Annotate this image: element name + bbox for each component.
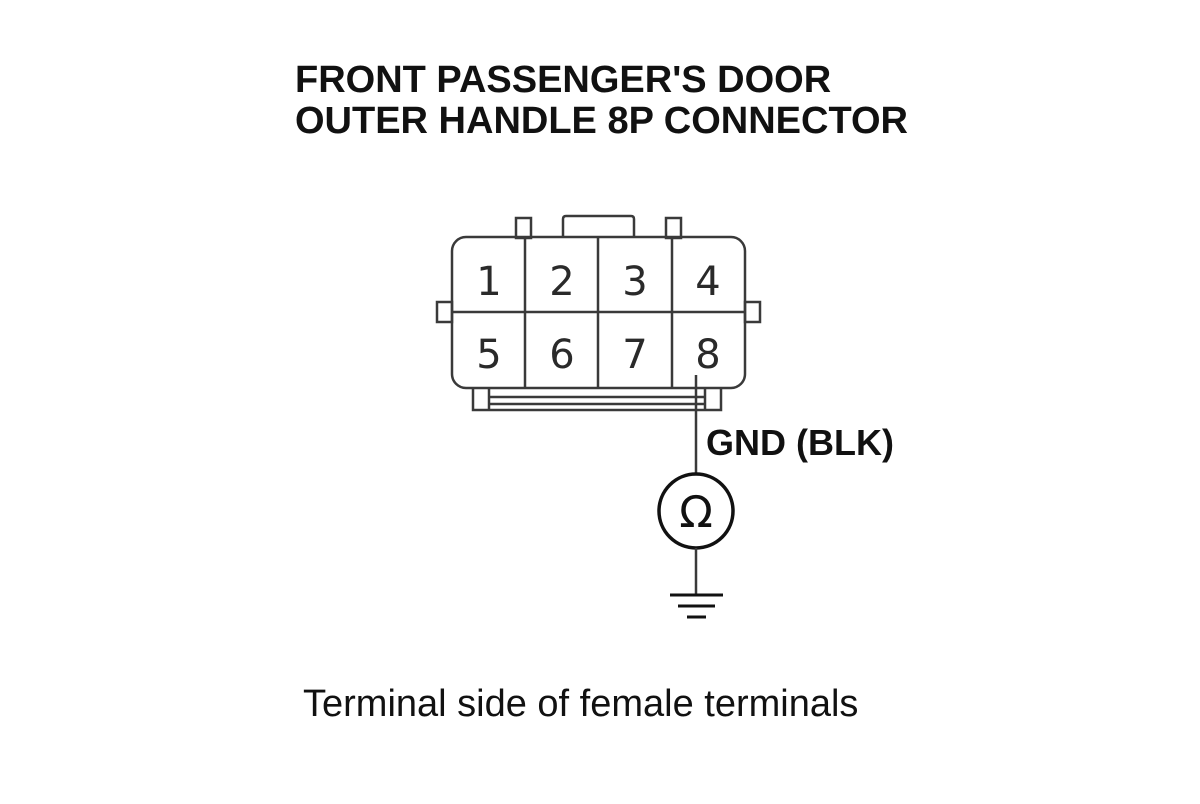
pin-6: 6 (549, 332, 574, 378)
title-line-1: FRONT PASSENGER'S DOOR (295, 59, 832, 101)
ground-icon (670, 593, 723, 619)
view-caption: Terminal side of female terminals (303, 683, 859, 725)
connector-bottom-rail (471, 388, 723, 412)
connector-tab-left (514, 216, 533, 240)
connector-ear-left (435, 300, 454, 324)
title-line-2: OUTER HANDLE 8P CONNECTOR (295, 100, 908, 142)
pin-5: 5 (476, 332, 501, 378)
pin-2: 2 (549, 259, 574, 305)
diagram-title: FRONT PASSENGER'S DOOR OUTER HANDLE 8P C… (295, 60, 908, 142)
connector-housing (435, 214, 762, 412)
ohmmeter: Ω (657, 472, 735, 550)
pin-1: 1 (476, 259, 501, 305)
connector-ear-right (743, 300, 762, 324)
wire-label: GND (BLK) (706, 422, 894, 463)
pin-8: 8 (695, 332, 720, 378)
ohm-symbol-icon: Ω (679, 487, 713, 538)
connector-latch (561, 214, 636, 238)
pin-7: 7 (622, 332, 647, 378)
pin-4: 4 (695, 259, 720, 305)
connector-tab-right (664, 216, 683, 240)
pin-numbers: 1 2 3 4 5 6 7 8 (476, 259, 720, 378)
pin-3: 3 (622, 259, 647, 305)
